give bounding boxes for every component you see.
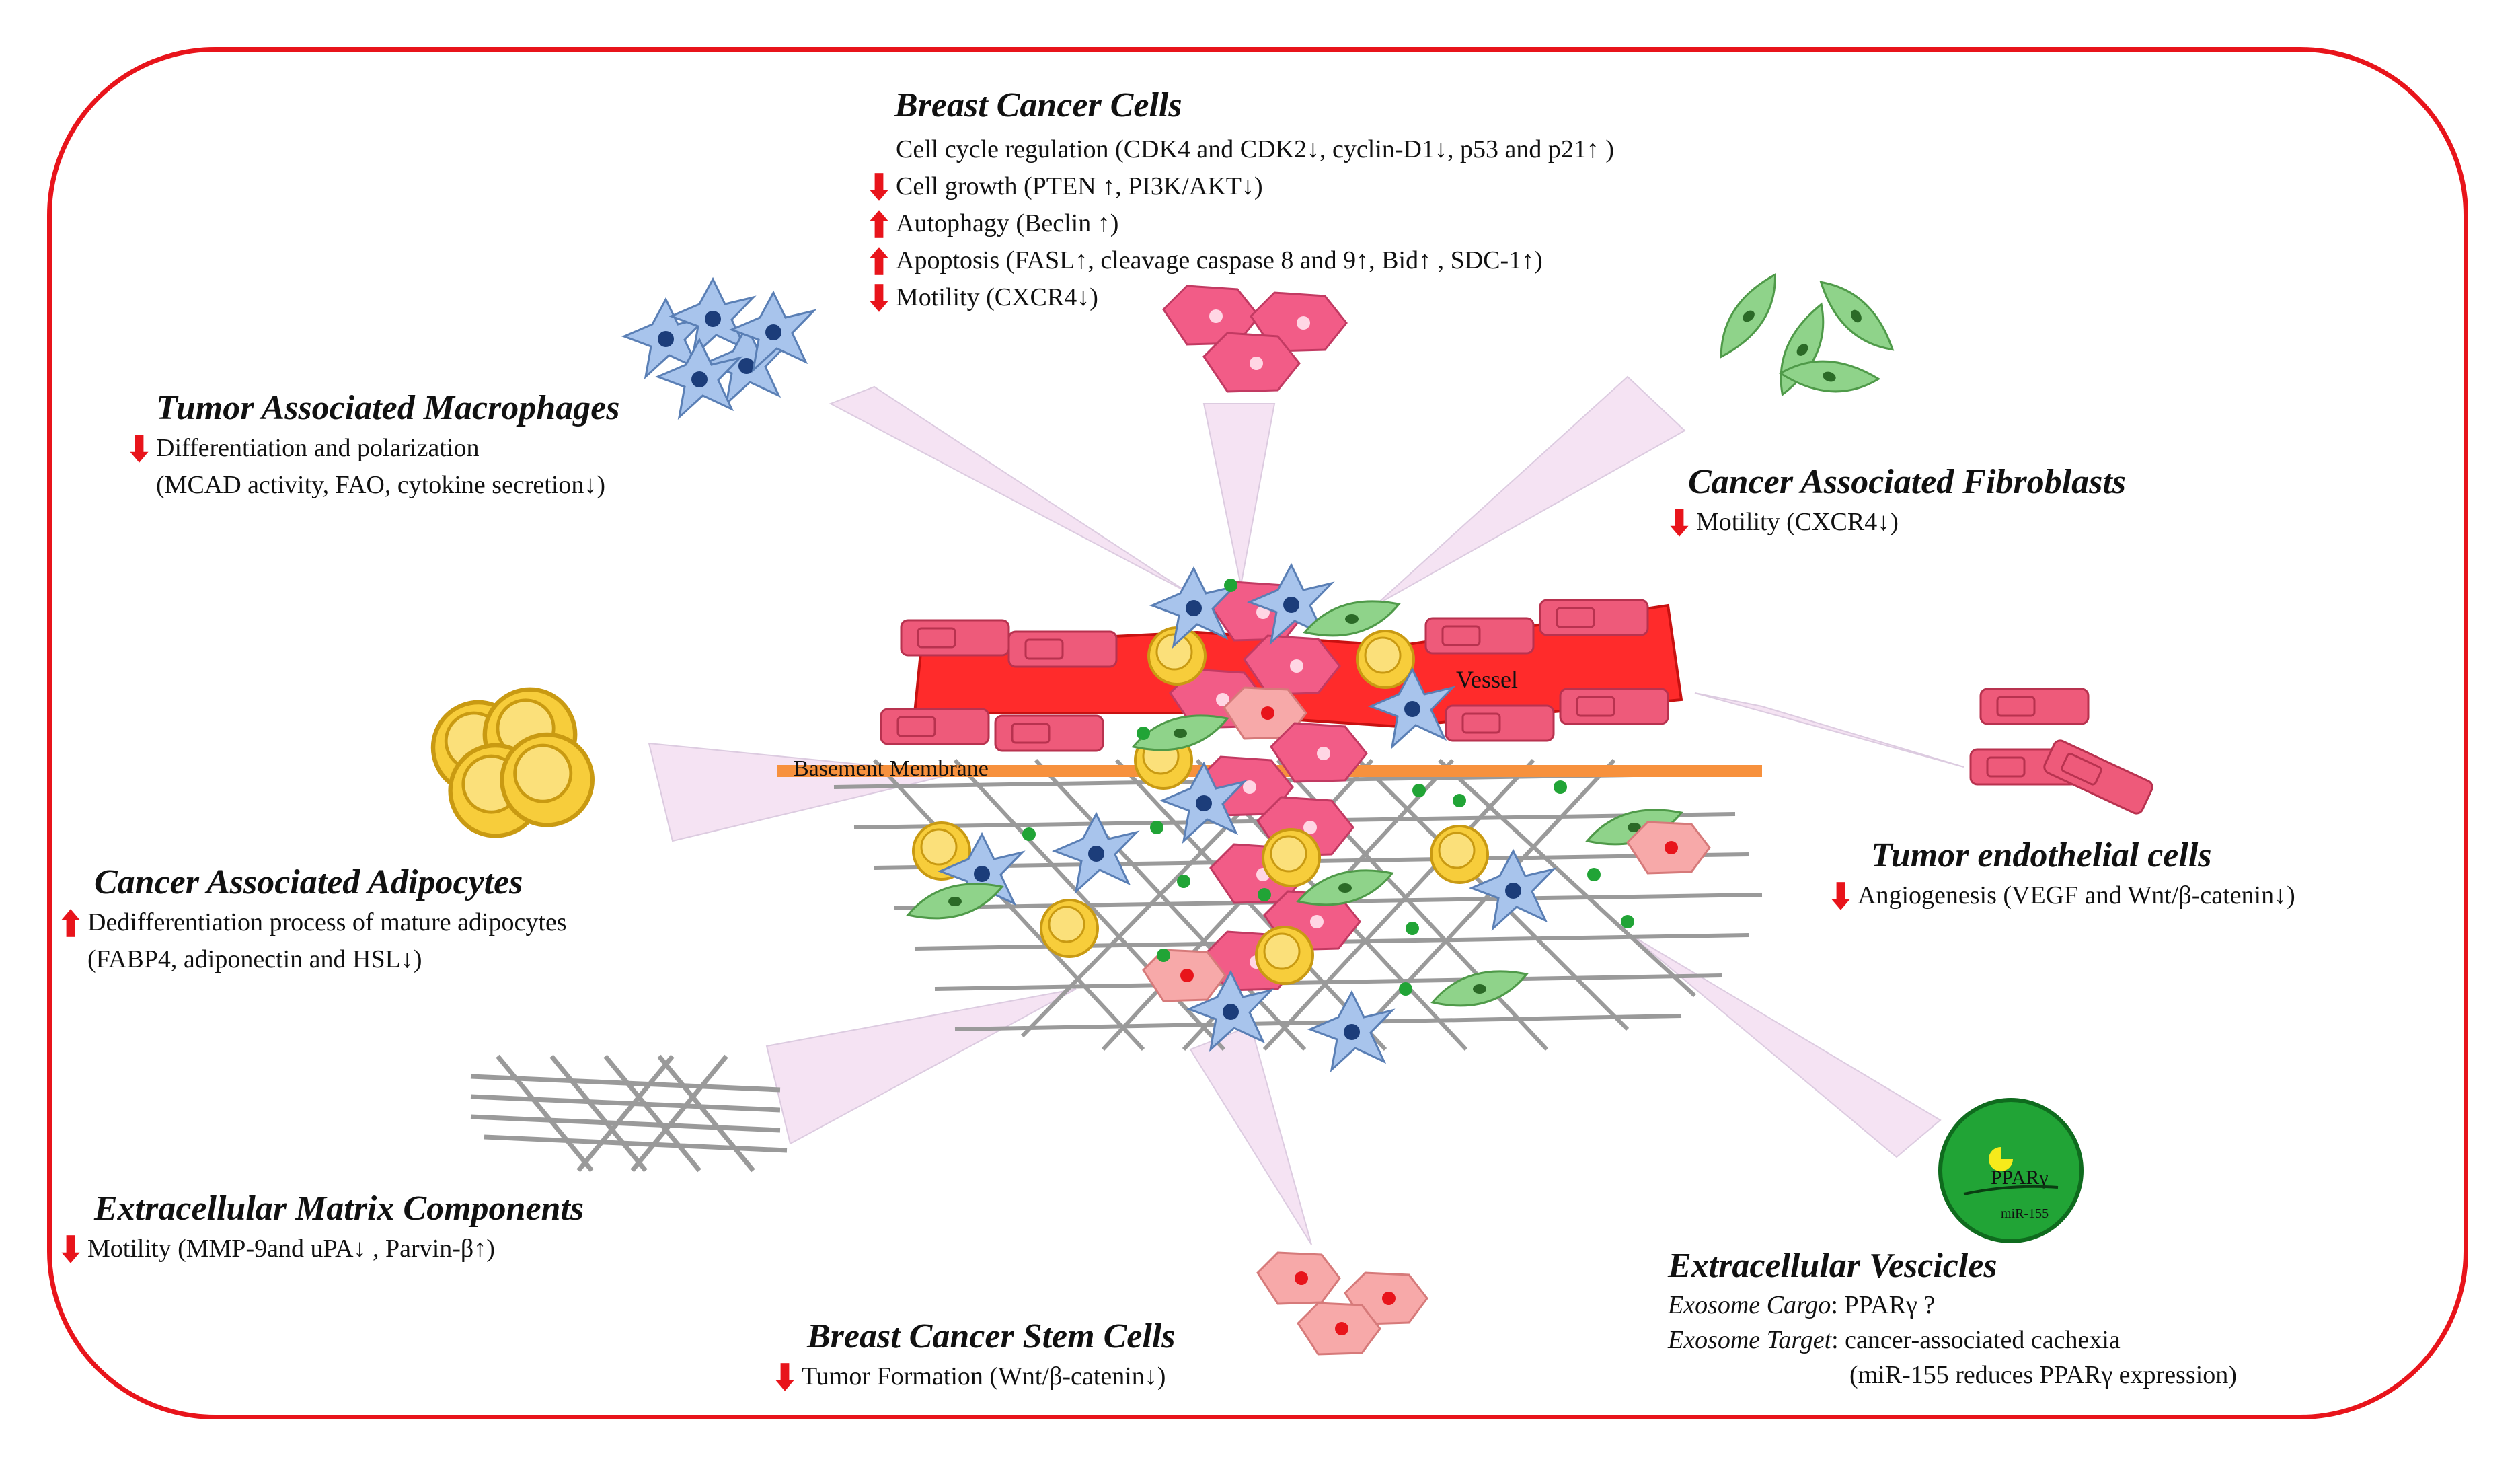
caf-title: Cancer Associated Fibroblasts: [1688, 463, 2127, 501]
caf-line-1: Motility (CXCR4↓): [1668, 504, 2126, 541]
caf-cells-cluster: [1700, 265, 1897, 410]
down-arrow-icon: [870, 173, 888, 201]
caa-cells-cluster: [433, 690, 593, 836]
ev-panel: Extracellular Vescicles Exosome Cargo: P…: [1668, 1245, 2237, 1393]
bcc-line-3: Autophagy (Beclin ↑): [868, 205, 1614, 242]
caf-panel: Cancer Associated Fibroblasts Motility (…: [1668, 461, 2126, 541]
up-arrow-icon: [870, 247, 888, 275]
cone-caf: [1375, 375, 1686, 606]
cone-tec: [1694, 692, 1964, 768]
down-arrow-icon: [130, 435, 149, 463]
tumor-mass: [907, 564, 1711, 1071]
down-arrow-icon: [1670, 509, 1689, 537]
bcsc-cells-cluster: [1256, 1251, 1428, 1356]
bcc-panel: Breast Cancer Cells Cell cycle regulatio…: [870, 84, 1614, 316]
ecm-panel: Extracellular Matrix Components Motility…: [59, 1187, 584, 1267]
ecm-line-1: Motility (MMP-9and uPA↓ , Parvin-β↑): [59, 1230, 584, 1267]
ecm-title: Extracellular Matrix Components: [94, 1189, 584, 1228]
cone-bcsc: [1189, 1025, 1312, 1245]
tam-title: Tumor Associated Macrophages: [156, 389, 620, 427]
tec-line-1: Angiogenesis (VEGF and Wnt/β-catenin↓): [1829, 877, 2295, 914]
down-arrow-icon: [775, 1363, 794, 1391]
outer-frame: [47, 47, 2468, 1419]
bcc-line-1: Cell cycle regulation (CDK4 and CDK2↓, c…: [896, 135, 1614, 163]
vesicle-mirna-label: miR-155: [2001, 1206, 2049, 1221]
caa-title: Cancer Associated Adipocytes: [94, 863, 523, 901]
bcc-line-2: Cell growth (PTEN ↑, PI3K/AKT↓): [868, 168, 1614, 205]
tam-cells-cluster: [623, 278, 815, 418]
caa-line-1: Dedifferentiation process of mature adip…: [59, 904, 567, 941]
bcsc-title: Breast Cancer Stem Cells: [807, 1317, 1176, 1356]
cone-ev: [1630, 934, 1942, 1158]
tec-panel: Tumor endothelial cells Angiogenesis (VE…: [1829, 834, 2295, 914]
tam-panel: Tumor Associated Macrophages Differentia…: [128, 387, 620, 504]
tam-line-2: (MCAD activity, FAO, cytokine secretion↓…: [156, 471, 606, 499]
down-arrow-icon: [870, 284, 888, 312]
up-arrow-icon: [61, 909, 80, 937]
tec-title: Tumor endothelial cells: [1871, 836, 2212, 875]
cone-ecm: [765, 988, 1077, 1145]
tec-cells-cluster: [1969, 688, 2155, 817]
ecm-mesh-sample: [470, 1054, 788, 1173]
cone-bcc: [1202, 403, 1276, 586]
vessel-label: Vessel: [1456, 666, 1518, 693]
bcc-line-5: Motility (CXCR4↓): [868, 279, 1614, 316]
vesicle-protein-label: PPARγ: [1991, 1167, 2049, 1189]
down-arrow-icon: [1831, 882, 1850, 910]
bcsc-line-1: Tumor Formation (Wnt/β-catenin↓): [773, 1358, 1175, 1395]
basement-membrane-label: Basement Membrane: [794, 756, 989, 781]
vesicle-icon: PPARγ miR-155: [1938, 1098, 2084, 1243]
ev-title: Extracellular Vescicles: [1668, 1247, 1997, 1285]
down-arrow-icon: [61, 1235, 80, 1263]
ev-target: Exosome Target: cancer-associated cachex…: [1668, 1326, 2121, 1354]
up-arrow-icon: [870, 210, 888, 238]
bcsc-panel: Breast Cancer Stem Cells Tumor Formation…: [773, 1315, 1175, 1395]
bcc-title: Breast Cancer Cells: [894, 86, 1182, 124]
tam-line-1: Differentiation and polarization: [128, 430, 620, 467]
bcc-line-4: Apoptosis (FASL↑, cleavage caspase 8 and…: [868, 242, 1614, 279]
ev-target-note: (miR-155 reduces PPARγ expression): [1849, 1361, 2237, 1389]
cone-tam: [829, 385, 1188, 593]
caa-line-2: (FABP4, adiponectin and HSL↓): [87, 945, 422, 973]
ev-cargo: Exosome Cargo: PPARγ ?: [1668, 1291, 1936, 1319]
caa-panel: Cancer Associated Adipocytes Dedifferent…: [59, 861, 567, 978]
